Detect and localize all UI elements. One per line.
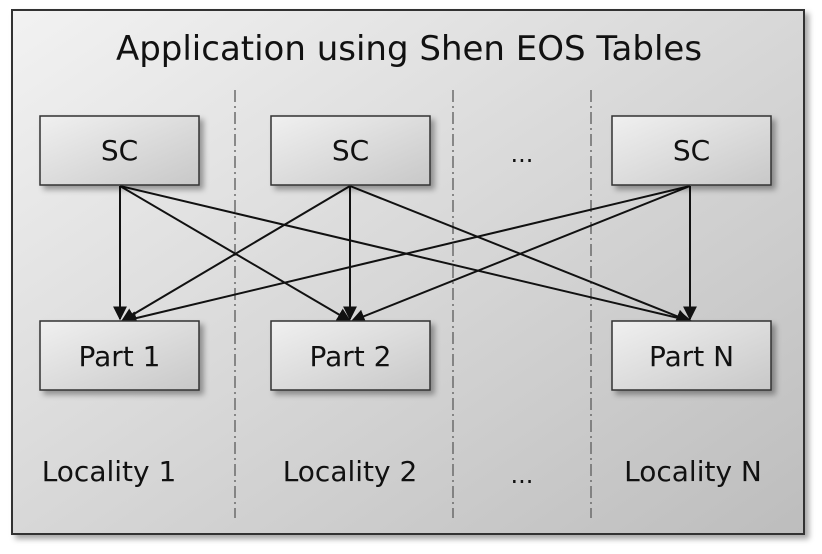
- locality-2-label: Locality 2: [283, 455, 418, 488]
- sc-box-1: SC: [39, 115, 200, 186]
- sc-box-1-rect: [39, 115, 200, 186]
- sc-box-2-label: SC: [332, 134, 369, 167]
- application-panel: [11, 9, 805, 535]
- part-box-1-label: Part 1: [79, 340, 161, 373]
- locality-n-label: Locality N: [624, 455, 762, 488]
- sc-box-2-rect: [270, 115, 431, 186]
- arrow-scn-part2: [350, 185, 691, 323]
- diagram-title: Application using Shen EOS Tables: [116, 29, 702, 69]
- connection-arrows: [113, 185, 697, 325]
- locality-dividers: [234, 90, 592, 518]
- sc-box-n-label: SC: [673, 134, 710, 167]
- part-box-2: Part 2: [270, 320, 431, 391]
- arrow-sc2-part1: [120, 185, 351, 322]
- bottom-ellipsis: ...: [511, 461, 534, 489]
- part-box-2-rect: [270, 320, 431, 391]
- part-box-n-rect: [611, 320, 772, 391]
- part-box-1: Part 1: [39, 320, 200, 391]
- part-box-1-rect: [39, 320, 200, 391]
- top-ellipsis: ...: [511, 140, 534, 168]
- part-box-n-label: Part N: [649, 340, 734, 373]
- arrow-scn-part1: [122, 185, 691, 325]
- part-box-2-label: Part 2: [310, 340, 392, 373]
- part-box-n: Part N: [611, 320, 772, 391]
- sc-box-1-label: SC: [101, 134, 138, 167]
- sc-box-2: SC: [270, 115, 431, 186]
- sc-box-n-rect: [611, 115, 772, 186]
- locality-1-label: Locality 1: [42, 455, 177, 488]
- sc-box-n: SC: [611, 115, 772, 186]
